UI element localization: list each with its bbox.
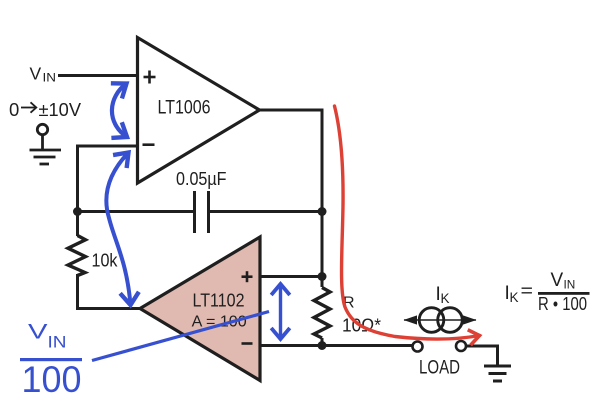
svg-text:0.05µF: 0.05µF	[176, 169, 227, 189]
svg-text:10k: 10k	[92, 250, 119, 271]
svg-text:IN: IN	[43, 70, 57, 84]
svg-text:K: K	[441, 291, 450, 306]
svg-text:±10V: ±10V	[39, 99, 82, 120]
svg-text:I: I	[436, 284, 441, 305]
svg-text:A = 100: A = 100	[192, 314, 247, 331]
svg-text:V: V	[551, 270, 564, 291]
svg-text:K: K	[510, 290, 519, 305]
svg-text:100: 100	[22, 359, 82, 400]
svg-text:IN: IN	[48, 333, 67, 352]
svg-text:LOAD: LOAD	[419, 358, 460, 379]
svg-text:LT1006: LT1006	[158, 97, 211, 119]
svg-text:R • 100: R • 100	[538, 293, 587, 314]
svg-text:V: V	[28, 321, 48, 344]
svg-text:=: =	[521, 281, 534, 301]
svg-text:0: 0	[9, 99, 19, 120]
svg-text:I: I	[505, 283, 510, 304]
svg-text:IN: IN	[564, 278, 576, 292]
svg-text:LT1102: LT1102	[193, 290, 245, 311]
svg-text:V: V	[30, 64, 42, 84]
svg-text:R: R	[343, 295, 355, 312]
